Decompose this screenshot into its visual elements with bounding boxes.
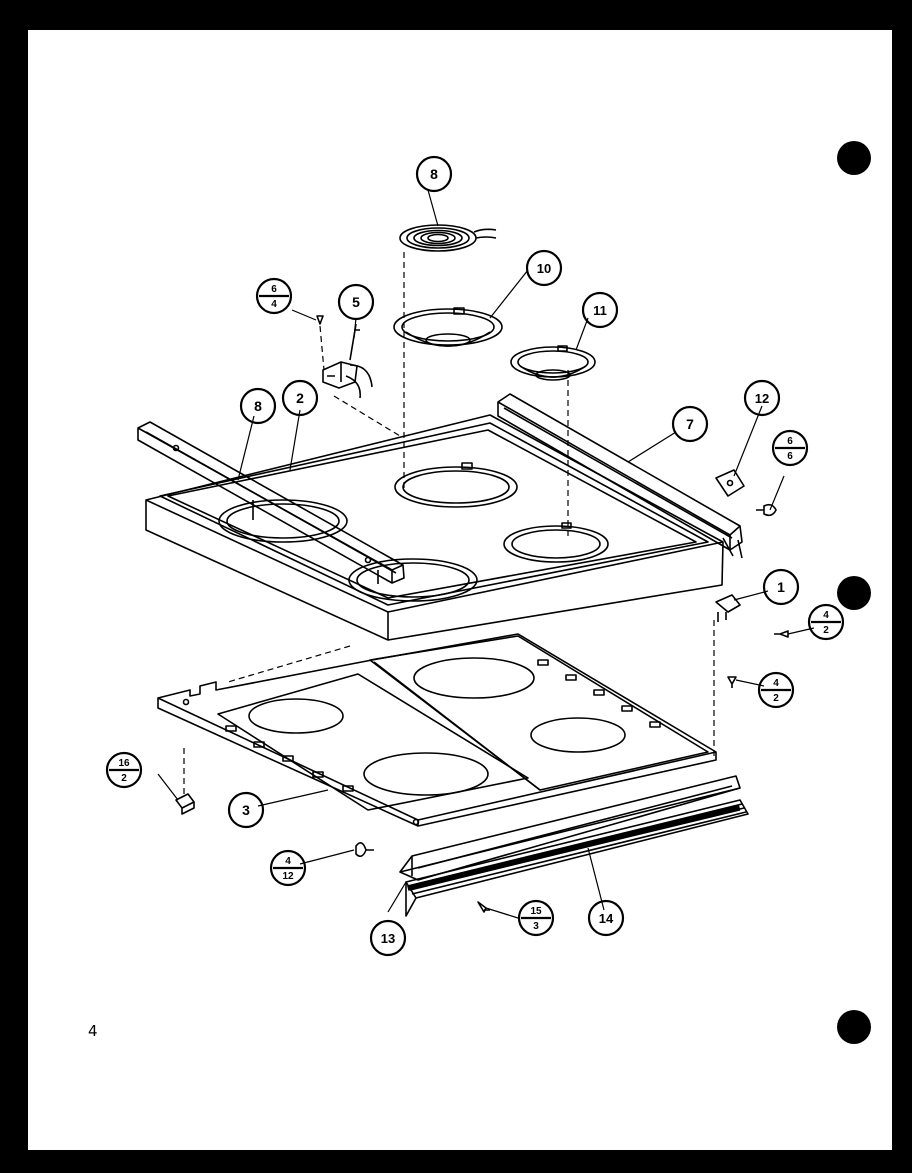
clip-16-2 (175, 793, 195, 815)
screw-4-2a (774, 630, 789, 638)
front-vent-grille (405, 799, 749, 917)
registration-dot-middle (837, 576, 871, 610)
callout-11: 11 (593, 303, 607, 318)
screw-4-12 (355, 842, 374, 858)
registration-dot-top (837, 141, 871, 175)
callout-2: 2 (296, 390, 304, 406)
callout-3: 3 (242, 802, 250, 818)
callout-6-6-num: 6 (787, 436, 793, 447)
callout-15-3-num: 15 (530, 906, 542, 917)
callout-6-4-num: 6 (271, 284, 277, 295)
screw-15-3 (477, 901, 490, 913)
callout-6-6-den: 6 (787, 451, 793, 462)
terminal-receptacle (322, 323, 373, 399)
main-top-panel (145, 414, 724, 641)
callout-4-2b-den: 2 (773, 693, 779, 704)
callout-8-left: 8 (254, 398, 262, 414)
callout-12: 12 (755, 391, 769, 406)
callout-5: 5 (352, 294, 360, 310)
callout-15-3-den: 3 (533, 921, 539, 932)
callout-6-4-den: 4 (271, 299, 277, 310)
callout-4-2b-num: 4 (773, 678, 779, 689)
callout-4-2a-den: 2 (823, 625, 829, 636)
lower-burner-box (157, 633, 717, 827)
page-number: 4 (88, 1022, 98, 1040)
diagram-page: 8 10 11 5 6 4 8 2 7 12 6 6 1 4 2 4 2 16 … (28, 30, 892, 1150)
trim-strip (137, 421, 405, 584)
alignment-lines (183, 252, 715, 794)
callout-13: 13 (381, 931, 395, 946)
callout-7: 7 (686, 416, 694, 432)
screw-4-2b (727, 676, 737, 688)
callout-circles (105, 155, 845, 957)
callout-14: 14 (599, 911, 614, 926)
callout-1: 1 (777, 579, 785, 595)
callout-4-2a-num: 4 (823, 610, 829, 621)
surface-coil-element (399, 224, 497, 252)
registration-dot-bottom (837, 1010, 871, 1044)
screw-6-6 (756, 503, 777, 517)
callout-16-2-num: 16 (118, 758, 130, 769)
screw-6-4 (316, 315, 324, 325)
clip-12 (715, 469, 745, 497)
rear-trim (497, 393, 743, 559)
callout-16-2-den: 2 (121, 773, 127, 784)
front-trim (399, 775, 741, 881)
callout-4-12-num: 4 (285, 856, 291, 867)
leader-lines (157, 189, 815, 919)
drip-bowl-large (393, 307, 503, 347)
callout-10: 10 (537, 261, 551, 276)
bracket-1 (715, 594, 741, 622)
exploded-parts-diagram: 8 10 11 5 6 4 8 2 7 12 6 6 1 4 2 4 2 16 … (105, 141, 871, 1044)
callout-4-12-den: 12 (282, 871, 294, 882)
callout-8-top: 8 (430, 166, 438, 182)
drip-bowl-small (510, 345, 596, 381)
